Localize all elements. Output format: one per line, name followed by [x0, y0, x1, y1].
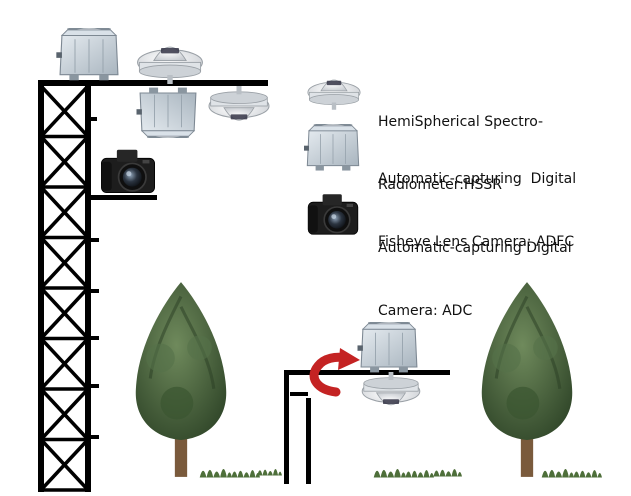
grass-icon	[433, 469, 462, 477]
legend-adc-label: Automatic-capturing Digital Camera: ADC	[378, 196, 572, 343]
tower-brace	[39, 337, 90, 391]
hemispherical-radiometer-icon	[137, 46, 203, 84]
legend-hssr-label: HemiSpherical Spectro- Radiometer:HSSR	[378, 70, 543, 217]
grass-icon	[199, 469, 232, 478]
tower-brace	[39, 387, 90, 441]
mast-arm	[284, 370, 450, 375]
grass-icon	[573, 470, 602, 478]
legend-adfc-line2: Fisheye Lens Camera: ADFC	[378, 234, 575, 250]
tower-brace	[39, 84, 90, 138]
camera-mount-arm	[85, 195, 157, 200]
inverted-radiometer-icon	[208, 86, 270, 121]
lattice-tower	[38, 80, 268, 492]
rotation-arrow-icon	[309, 348, 360, 397]
legend-hssr-line1: HemiSpherical Spectro-	[378, 114, 544, 130]
tree-left-icon	[134, 280, 228, 479]
grass-icon	[257, 469, 282, 476]
tower-top-platform	[38, 80, 268, 86]
legend-adc-line1: Automatic-capturing Digital	[378, 240, 572, 256]
legend-radiometer-icon	[307, 79, 361, 110]
small-mast	[284, 370, 450, 484]
legend-fisheye-camera-icon	[304, 124, 360, 172]
legend-adc-line2: Camera: ADC	[378, 303, 473, 319]
grass-icon	[541, 469, 574, 478]
tower-brace	[39, 185, 90, 239]
dslr-camera-icon	[100, 148, 156, 194]
legend-dslr-camera-icon	[307, 193, 359, 236]
tower-brace	[39, 438, 90, 492]
legend-hssr-line2: Radiometer:HSSR	[378, 177, 502, 193]
tower-brace	[39, 135, 90, 189]
grass-icon	[373, 469, 406, 478]
inverted-fisheye-camera-box-icon	[136, 86, 198, 138]
grass-icon	[231, 470, 260, 478]
tower-brace	[39, 236, 90, 290]
mast-inverted-radiometer-icon	[361, 372, 421, 406]
tower-brace	[39, 286, 90, 340]
fisheye-camera-box-icon	[56, 28, 120, 82]
grass-icon	[405, 470, 434, 478]
legend-adfc-label: Automatic-capturing Digital Fisheye Lens…	[378, 127, 576, 274]
legend-adfc-line1: Automatic-capturing Digital	[378, 171, 577, 187]
